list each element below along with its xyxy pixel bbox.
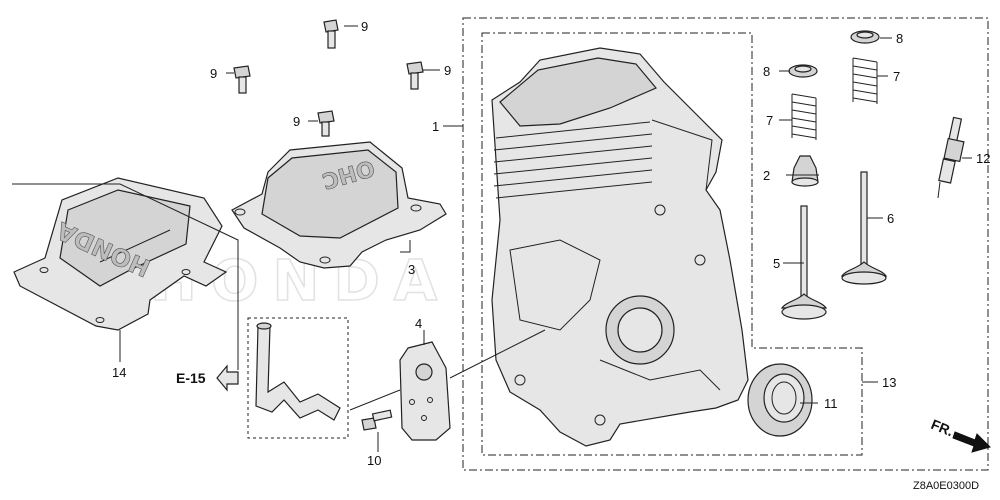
reference-e15-arrow-icon — [216, 364, 239, 392]
head-cover-small: OHC — [231, 141, 447, 269]
head-cover-large: HONDA — [13, 177, 228, 331]
callout-14: 14 — [112, 365, 126, 380]
callout-8-upper: 8 — [896, 31, 903, 46]
callout-9-middle: 9 — [293, 114, 300, 129]
spark-plug — [937, 116, 965, 199]
callout-12: 12 — [976, 151, 990, 166]
callout-8-lower: 8 — [763, 64, 770, 79]
callouts: 1 2 3 4 5 6 7 7 8 8 9 9 9 9 10 11 12 13 … — [112, 19, 990, 468]
valve-spring-lower — [791, 93, 817, 140]
front-direction-label: FR. — [929, 416, 956, 439]
valve-spring-upper — [852, 57, 878, 104]
front-direction-arrow-icon — [952, 431, 991, 453]
callout-4: 4 — [415, 316, 422, 331]
front-direction-indicator: FR. — [929, 416, 991, 453]
bolt-9c — [406, 61, 424, 90]
oil-seal — [747, 363, 813, 437]
callout-5: 5 — [773, 256, 780, 271]
callout-7-lower: 7 — [766, 113, 773, 128]
bolt-10 — [361, 409, 393, 431]
bolt-9d — [317, 110, 335, 137]
breather-plate — [399, 341, 451, 441]
valve-6 — [840, 171, 888, 285]
assembly-outer-frame — [462, 17, 989, 471]
callout-9-right: 9 — [444, 63, 451, 78]
callout-13: 13 — [882, 375, 896, 390]
diagram-code: Z8A0E0300D — [913, 480, 979, 492]
callout-9-top: 9 — [361, 19, 368, 34]
valve-5 — [780, 205, 828, 320]
cylinder-inner-frame — [481, 32, 863, 456]
leader-lines — [12, 25, 972, 452]
callout-3: 3 — [408, 262, 415, 277]
breather-hose-group — [247, 317, 349, 439]
reference-e15: E-15 — [176, 364, 239, 392]
callout-1: 1 — [432, 119, 439, 134]
callout-9-left: 9 — [210, 66, 217, 81]
callout-10: 10 — [367, 453, 381, 468]
spring-retainer-lower — [788, 64, 818, 78]
callout-11: 11 — [824, 396, 838, 411]
valve-stem-seal — [791, 155, 819, 187]
spring-retainer-upper — [850, 30, 880, 44]
bolt-9b — [233, 65, 251, 94]
reference-e15-label: E-15 — [176, 370, 206, 386]
bolt-9a — [323, 19, 339, 49]
callout-2: 2 — [763, 168, 770, 183]
cylinder-block — [491, 47, 749, 447]
callout-7-upper: 7 — [893, 69, 900, 84]
callout-6: 6 — [887, 211, 894, 226]
